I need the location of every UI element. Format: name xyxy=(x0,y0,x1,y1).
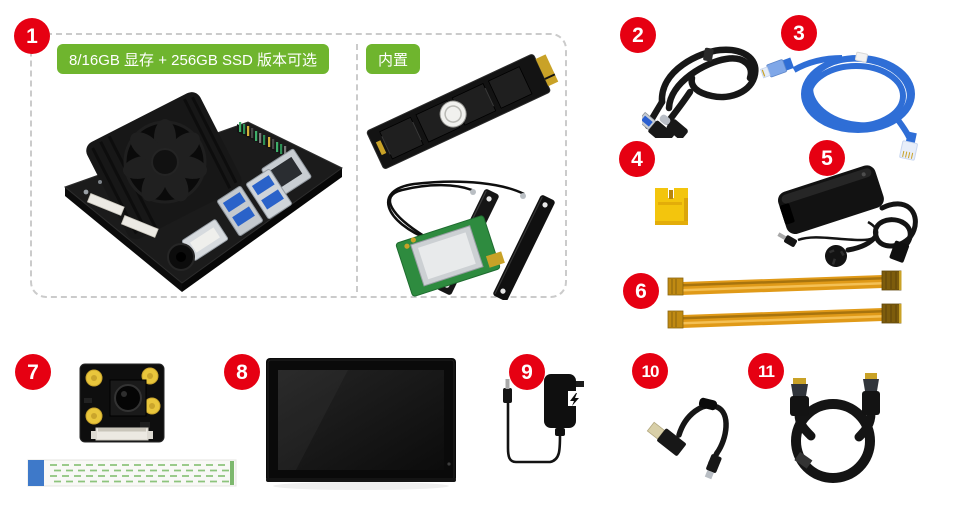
usb-micro-cable-illustration xyxy=(646,397,729,480)
item-badge-4: 4 xyxy=(619,141,655,177)
camera-module-illustration xyxy=(27,363,237,487)
power-adapter-illustration xyxy=(777,165,918,267)
lcd-display-illustration xyxy=(266,358,456,490)
variant-label: 8/16GB 显存 + 256GB SSD 版本可选 xyxy=(57,44,330,74)
item-badge-2: 2 xyxy=(620,17,656,53)
item-badge-9: 9 xyxy=(509,354,545,390)
dev-board-illustration xyxy=(63,92,343,292)
item-badge-3: 3 xyxy=(781,15,817,51)
builtin-divider xyxy=(356,44,358,292)
item-badge-10: 10 xyxy=(632,353,668,389)
wall-adapter-illustration xyxy=(503,374,584,464)
builtin-label: 内置 xyxy=(366,44,421,74)
nvme-ssd-illustration xyxy=(366,54,559,169)
item-badge-11: 11 xyxy=(748,353,784,389)
item-badge-1: 1 xyxy=(14,18,50,54)
jumper-cap-illustration xyxy=(655,188,688,225)
wireless-module-illustration xyxy=(386,180,555,300)
item-badge-7: 7 xyxy=(15,354,51,390)
item-badge-5: 5 xyxy=(809,140,845,176)
item-badge-6: 6 xyxy=(623,273,659,309)
item-badge-8: 8 xyxy=(224,354,260,390)
item1-group-box xyxy=(30,33,567,298)
ethernet-cable-illustration xyxy=(760,51,918,161)
ffc-cables-illustration xyxy=(667,270,902,329)
hdmi-cable-illustration xyxy=(790,373,880,483)
usb-cable-illustration xyxy=(642,46,759,138)
